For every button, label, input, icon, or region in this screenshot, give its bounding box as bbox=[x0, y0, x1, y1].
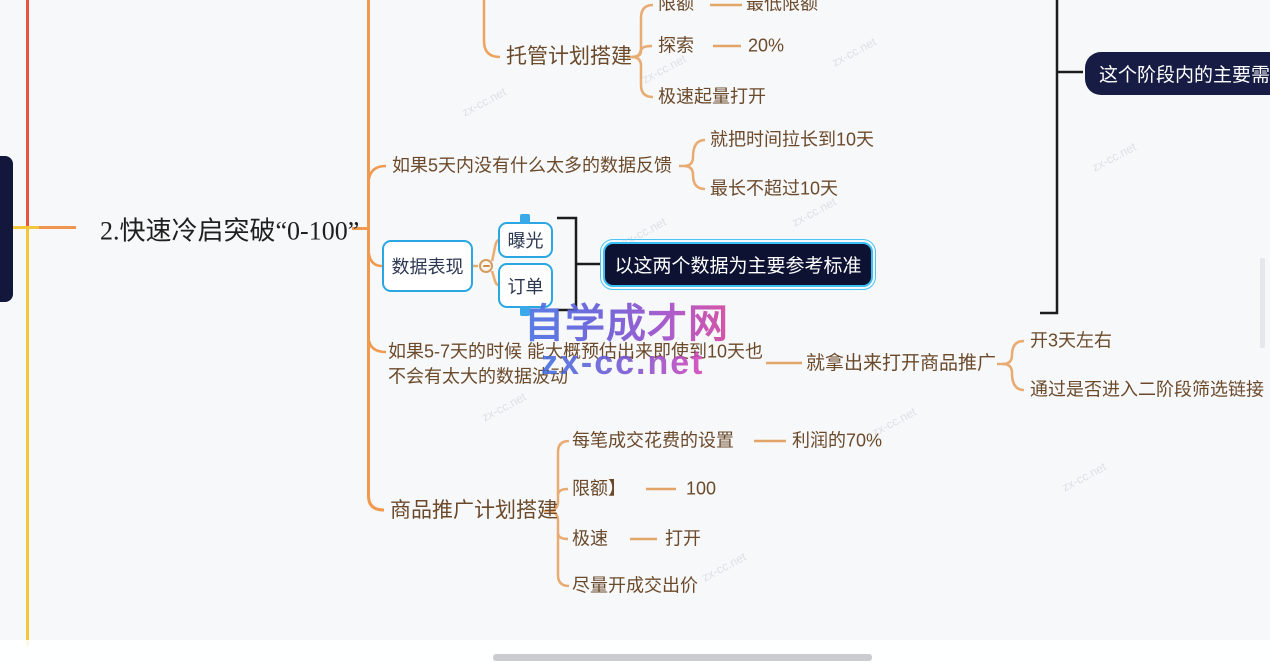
topic-open-3days[interactable]: 开3天左右 bbox=[1030, 330, 1113, 351]
topic-extend-10days[interactable]: 就把时间拉长到10天 bbox=[710, 129, 875, 150]
tiled-watermark-text: zx-cc.net bbox=[789, 194, 839, 230]
central-topic-edge[interactable] bbox=[0, 156, 13, 302]
summary-stage-needs-label: 这个阶段内的主要需求 bbox=[1099, 65, 1270, 86]
tiled-watermark-text: zx-cc.net bbox=[829, 34, 879, 70]
tiled-watermark-text: zx-cc.net bbox=[639, 51, 689, 87]
topic-explore[interactable]: 探索 bbox=[658, 35, 694, 56]
tiled-watermark-text: zx-cc.net bbox=[1089, 139, 1139, 175]
topic-predict-5-7days-line1[interactable]: 如果5-7天的时候 能大概预估出来即使到10天也 bbox=[388, 341, 763, 362]
vertical-scrollbar[interactable] bbox=[1260, 258, 1265, 348]
topic-limit-value[interactable]: 最低限额 bbox=[746, 0, 818, 14]
topic-open-product-promo[interactable]: 就拿出来打开商品推广 bbox=[806, 353, 997, 375]
topic-data-performance-label: 数据表现 bbox=[391, 257, 464, 277]
topic-cost-per-deal-value[interactable]: 利润的70% bbox=[792, 430, 883, 451]
topic-quota[interactable]: 限额】 bbox=[572, 478, 626, 499]
topic-cost-per-deal[interactable]: 每笔成交花费的设置 bbox=[572, 430, 734, 451]
summary-data-standard-label: 以这两个数据为主要参考标准 bbox=[614, 256, 862, 277]
topic-predict-5-7days-line2[interactable]: 不会有太大的数据波动 bbox=[388, 366, 568, 387]
topic-max-10days[interactable]: 最长不超过10天 bbox=[710, 178, 839, 199]
topic-hosting-plan[interactable]: 托管计划搭建 bbox=[506, 44, 632, 68]
summary-data-standard[interactable]: 以这两个数据为主要参考标准 bbox=[600, 239, 876, 290]
tiled-watermark-text: zx-cc.net bbox=[479, 389, 529, 425]
minus-bar bbox=[482, 265, 490, 267]
topic-speed-value[interactable]: 打开 bbox=[665, 528, 701, 549]
tiled-watermark-text: zx-cc.net bbox=[1059, 459, 1109, 495]
selection-handle-top[interactable] bbox=[520, 214, 530, 224]
watermark-site-url: zx-cc.net bbox=[541, 344, 705, 382]
bottom-band bbox=[0, 640, 1270, 663]
topic-main[interactable]: 2.快速冷启突破“0-100” bbox=[100, 216, 360, 246]
topic-limit[interactable]: 限额 bbox=[658, 0, 694, 14]
topic-data-performance[interactable]: 数据表现 bbox=[382, 240, 473, 292]
watermark-site-name: 自学成才网 bbox=[524, 291, 729, 349]
topic-exposure-label: 曝光 bbox=[507, 231, 544, 251]
topic-rapid-launch[interactable]: 极速起量打开 bbox=[658, 86, 766, 107]
topic-exposure[interactable]: 曝光 bbox=[498, 222, 553, 258]
topic-orders-label: 订单 bbox=[507, 276, 544, 297]
topic-speed[interactable]: 极速 bbox=[572, 528, 608, 549]
topic-5day-feedback[interactable]: 如果5天内没有什么太多的数据反馈 bbox=[392, 155, 673, 176]
topic-quota-value[interactable]: 100 bbox=[686, 478, 717, 499]
selection-handle-bottom[interactable] bbox=[520, 306, 530, 316]
topic-deal-bid[interactable]: 尽量开成交出价 bbox=[572, 575, 698, 596]
horizontal-scrollbar[interactable] bbox=[493, 654, 872, 661]
tiled-watermark-text: zx-cc.net bbox=[699, 549, 749, 585]
summary-stage-needs[interactable]: 这个阶段内的主要需求 bbox=[1085, 52, 1270, 95]
topic-explore-value[interactable]: 20% bbox=[748, 35, 785, 56]
topic-stage2-filter[interactable]: 通过是否进入二阶段筛选链接 bbox=[1030, 379, 1264, 400]
topic-product-plan[interactable]: 商品推广计划搭建 bbox=[390, 498, 558, 522]
collapse-minus-icon[interactable] bbox=[479, 259, 493, 273]
tiled-watermark-text: zx-cc.net bbox=[459, 84, 509, 120]
